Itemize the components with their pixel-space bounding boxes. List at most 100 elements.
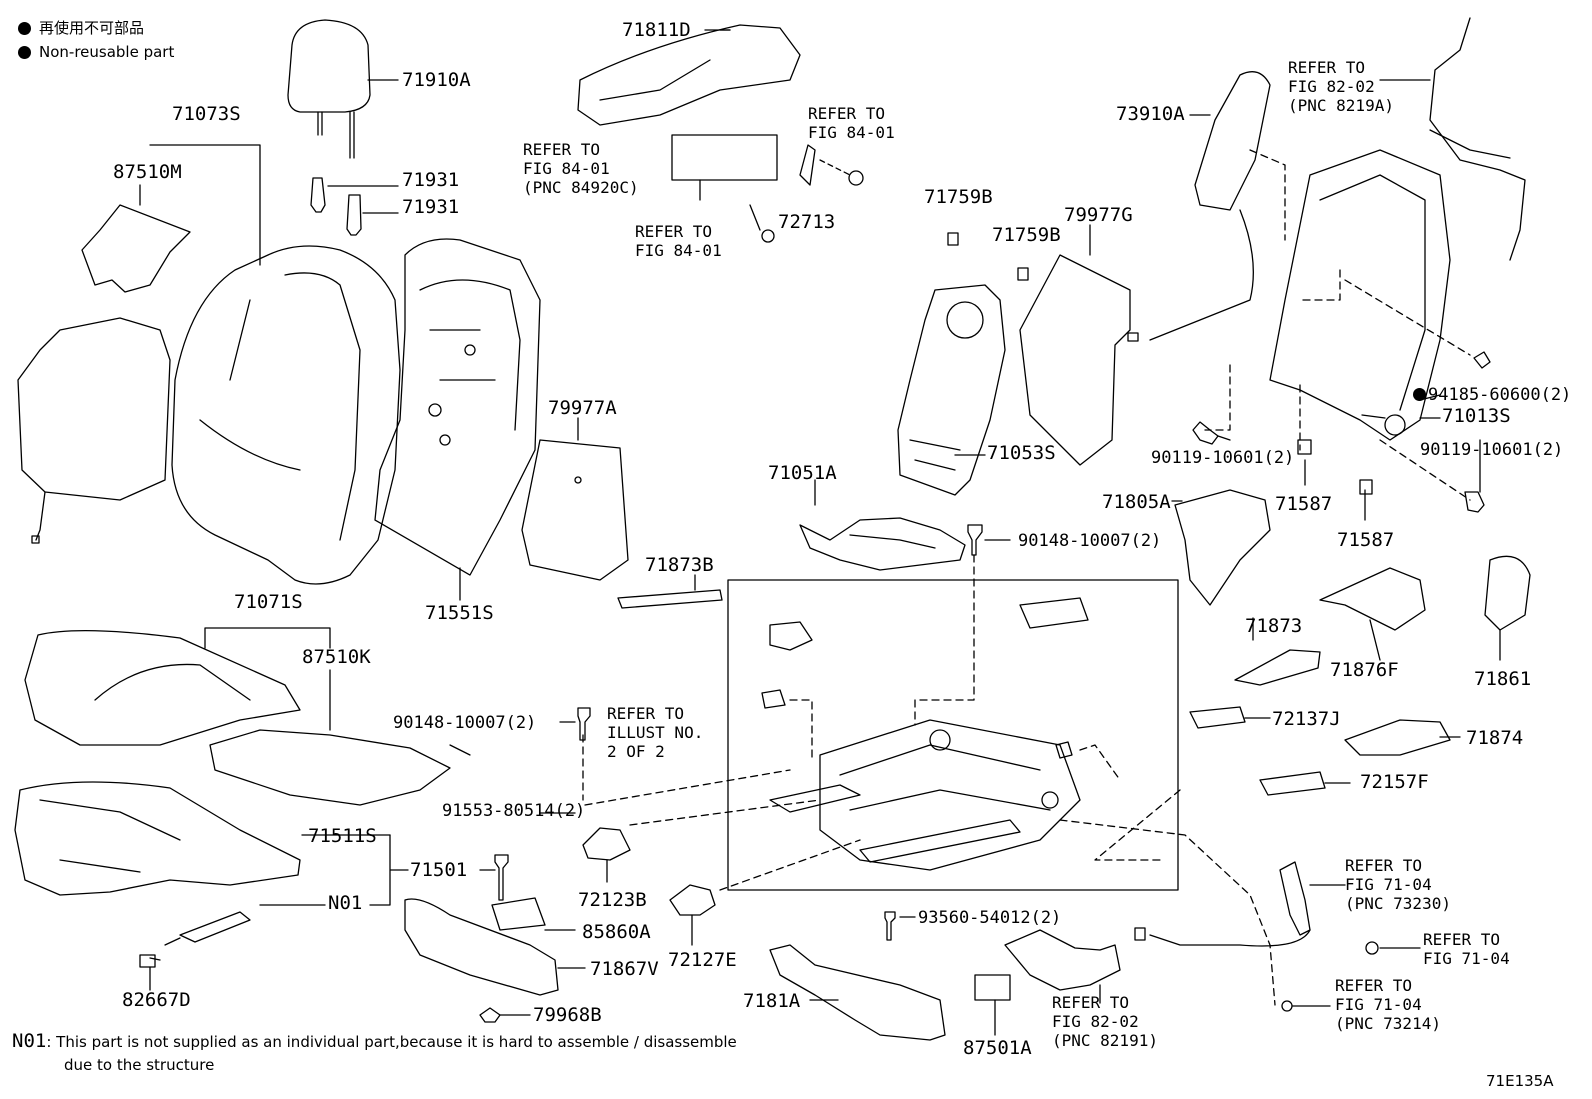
part-label[interactable]: 73910A — [1116, 103, 1185, 125]
airbag-73910A-drawing — [1127, 71, 1271, 342]
legend: 再使用不可部品 Non-reusable part — [18, 16, 174, 64]
refer-note[interactable]: REFER TO FIG 84-01 (PNC 84920C) — [523, 140, 639, 197]
bracket-71805A-drawing — [1171, 489, 1271, 606]
part-label[interactable]: 71551S — [425, 602, 494, 624]
part-label[interactable]: 79977A — [548, 397, 617, 419]
switch-85860A-drawing — [491, 854, 576, 931]
recliner-mechanism-drawing — [897, 232, 1029, 496]
headrest-guide-drawing — [310, 177, 399, 236]
screw-90148-drawing — [559, 524, 1011, 741]
part-label[interactable]: 71931 — [402, 196, 460, 218]
footnote-line1: : This part is not supplied as an indivi… — [46, 1033, 737, 1051]
adjuster-group-box — [727, 579, 1179, 891]
part-label[interactable]: 85860A — [582, 921, 651, 943]
bolts-right — [1192, 351, 1491, 513]
footnote: N01: This part is not supplied as an ind… — [12, 1030, 737, 1053]
back-heater-pad-drawing — [17, 204, 191, 544]
refer-note[interactable]: REFER TO FIG 82-02 (PNC 8219A) — [1288, 58, 1394, 115]
harness-71051A-drawing — [799, 479, 966, 571]
part-label[interactable]: 90119-10601(2) — [1151, 448, 1295, 468]
part-label[interactable]: 71511S — [308, 825, 377, 847]
clip-72123B-drawing — [582, 827, 631, 883]
part-label[interactable]: 71931 — [402, 169, 460, 191]
refer-note[interactable]: REFER TO ILLUST NO. 2 OF 2 — [607, 704, 704, 761]
refer-note[interactable]: REFER TO FIG 84-01 — [808, 104, 895, 142]
bracket-71811D-drawing — [577, 24, 864, 243]
refer-note[interactable]: REFER TO FIG 84-01 — [635, 222, 722, 260]
refer-note[interactable]: REFER TO FIG 71-04 (PNC 73214) — [1335, 976, 1441, 1033]
part-label[interactable]: 72157F — [1360, 771, 1429, 793]
part-label[interactable]: 71051A — [768, 462, 837, 484]
clip-79968B-drawing — [479, 1007, 531, 1023]
part-label[interactable]: 93560-54012(2) — [918, 908, 1062, 928]
part-label[interactable]: 90148-10007(2) — [1018, 531, 1162, 551]
rail-71873B-drawing — [617, 574, 723, 609]
label-leaders — [479, 29, 1501, 871]
refer-note[interactable]: REFER TO FIG 71-04 — [1423, 930, 1510, 968]
part-label[interactable]: 71876F — [1330, 659, 1399, 681]
part-label[interactable]: 71587 — [1275, 493, 1333, 515]
refer-note[interactable]: REFER TO FIG 82-02 (PNC 82191) — [1052, 993, 1158, 1050]
legend-en-label: Non-reusable part — [39, 43, 175, 61]
headrest-drawing — [287, 19, 399, 159]
harness-8219A-drawing — [1379, 17, 1526, 261]
non-reusable-dot-icon — [18, 45, 31, 59]
part-label[interactable]: 91553-80514(2) — [442, 801, 586, 821]
figure-code: 71E135A — [1486, 1072, 1554, 1090]
module-87501A-drawing — [974, 974, 1011, 1036]
part-label[interactable]: N01 — [328, 892, 363, 914]
refer-note[interactable]: REFER TO FIG 71-04 (PNC 73230) — [1345, 856, 1451, 913]
legend-row-en: Non-reusable part — [18, 40, 174, 64]
cushion-pad-drawing — [14, 781, 409, 906]
harness-82191-drawing — [1004, 929, 1121, 1004]
dashed-connectors-back — [1204, 149, 1471, 501]
part-label[interactable]: 71073S — [172, 103, 241, 125]
rail-7181A-drawing — [769, 911, 946, 1041]
small-parts-right-drawing — [1189, 555, 1531, 796]
part-label[interactable]: 71501 — [410, 859, 468, 881]
part-label[interactable]: 79977G — [1064, 204, 1133, 226]
part-label[interactable]: 71071S — [234, 591, 303, 613]
part-label[interactable]: 71910A — [402, 69, 471, 91]
part-label[interactable]: 72137J — [1272, 708, 1341, 730]
seatback-frame-drawing — [374, 238, 541, 601]
part-label[interactable]: 71805A — [1102, 491, 1171, 513]
part-label[interactable]: 71867V — [590, 958, 659, 980]
footnote-line2: due to the structure — [64, 1056, 215, 1074]
seatback-cover-drawing — [171, 245, 401, 585]
part-label[interactable]: 71053S — [987, 442, 1056, 464]
part-label[interactable]: 72127E — [668, 949, 737, 971]
cushion-cover-drawing — [24, 627, 331, 746]
seatback-pad-drawing — [521, 417, 629, 581]
part-label[interactable]: 72713 — [778, 211, 836, 233]
part-label[interactable]: 71759B — [924, 186, 993, 208]
part-label[interactable]: 71587 — [1337, 529, 1395, 551]
part-label[interactable]: 90148-10007(2) — [393, 713, 537, 733]
clip-72127E-drawing — [669, 884, 716, 946]
part-label[interactable]: 71811D — [622, 19, 691, 41]
harness-82667D-drawing — [139, 904, 326, 991]
part-label[interactable]: 71013S — [1442, 405, 1511, 427]
part-label[interactable]: 87510M — [113, 161, 182, 183]
pad-79977G-drawing — [1019, 224, 1131, 466]
part-label[interactable]: 71874 — [1466, 727, 1524, 749]
part-label[interactable]: 7181A — [743, 990, 801, 1012]
footnote-code: N01 — [12, 1030, 47, 1052]
part-label[interactable]: 87501A — [963, 1037, 1032, 1059]
part-label[interactable]: 72123B — [578, 889, 647, 911]
part-label[interactable]: 94185-60600(2) — [1428, 385, 1572, 405]
part-label[interactable]: 90119-10601(2) — [1420, 440, 1564, 460]
part-label[interactable]: 87510K — [302, 646, 371, 668]
buckle-73230-drawing — [1134, 861, 1421, 1012]
seatback-frame-71013S-drawing — [1269, 149, 1451, 441]
part-label[interactable]: 79968B — [533, 1004, 602, 1026]
part-label[interactable]: 82667D — [122, 989, 191, 1011]
part-label[interactable]: 71759B — [992, 224, 1061, 246]
side-cover-71867V-drawing — [404, 898, 586, 996]
non-reusable-dot-icon — [18, 21, 31, 35]
legend-ja-label: 再使用不可部品 — [39, 19, 145, 37]
part-label[interactable]: 71861 — [1474, 668, 1532, 690]
part-label[interactable]: 71873 — [1245, 615, 1303, 637]
part-label[interactable]: 71873B — [645, 554, 714, 576]
